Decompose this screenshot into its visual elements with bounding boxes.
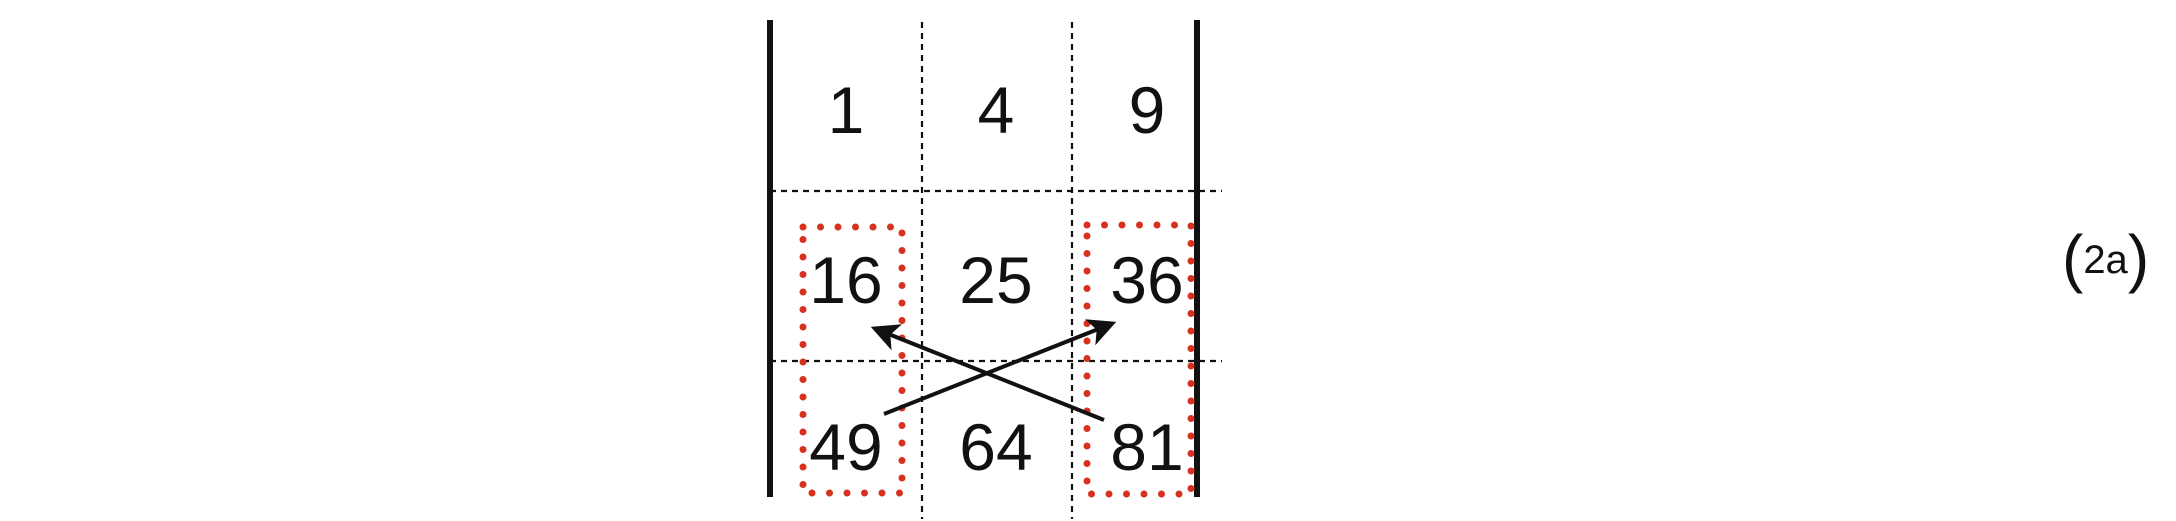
- equation-label: (2a): [2062, 226, 2149, 290]
- equation-number: 2a: [2083, 238, 2128, 282]
- matrix-cell: 25: [959, 243, 1032, 317]
- highlight-box: [799, 223, 906, 497]
- highlight-groups: [799, 221, 1195, 498]
- highlight-box: [1083, 221, 1195, 498]
- matrix-cell: 81: [1110, 410, 1183, 484]
- equation-close-paren: ): [2127, 222, 2150, 294]
- swap-arrow: [883, 319, 1117, 416]
- equation-open-paren: (: [2062, 222, 2084, 294]
- swap-arrow: [870, 324, 1105, 422]
- matrix-cell: 49: [809, 410, 882, 484]
- determinant-bars: [767, 20, 1200, 497]
- matrix-cell: 36: [1110, 243, 1183, 317]
- matrix-cell: 16: [809, 243, 882, 317]
- matrix-cell: 9: [1129, 73, 1166, 147]
- matrix-cells: 1 4 9 16 25 36 49 64 81: [809, 73, 1183, 484]
- matrix-cell: 1: [828, 73, 865, 147]
- grid-lines: [770, 22, 1222, 519]
- matrix-cell: 64: [959, 410, 1032, 484]
- swap-arrows: [870, 319, 1117, 422]
- matrix-cell: 4: [978, 73, 1015, 147]
